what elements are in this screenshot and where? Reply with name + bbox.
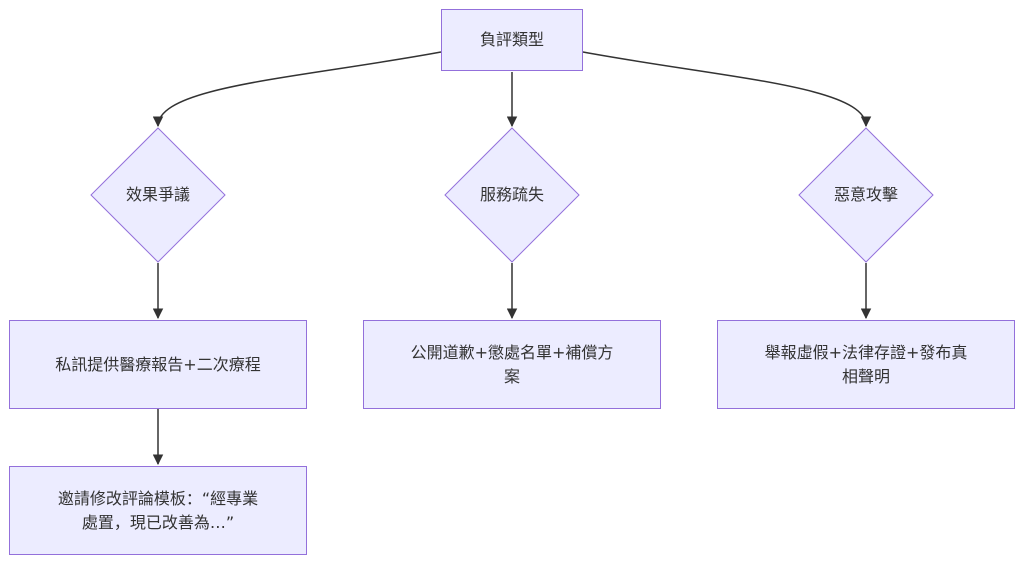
- diamond-malicious-attack: [798, 127, 934, 263]
- edge-root-to-effect: [152, 51, 442, 128]
- diamond-effect-dispute: [90, 127, 226, 263]
- service-lapse-action-node: 公開道歉+懲處名單+補償方案: [363, 320, 661, 409]
- effect-dispute-action-node: 私訊提供醫療報告+二次療程: [9, 320, 307, 409]
- service-lapse-action-label: 公開道歉+懲處名單+補償方案: [410, 342, 614, 386]
- diamond-service-lapse: [444, 127, 580, 263]
- effect-dispute-label: 效果爭議: [125, 185, 190, 204]
- malicious-attack-label: 惡意攻擊: [833, 185, 898, 204]
- effect-dispute-followup-label: 邀請修改評論模板：“經專業處置，現已改善為…”: [57, 488, 259, 532]
- service-lapse-label: 服務疏失: [479, 185, 544, 204]
- root-node: 負評類型: [441, 9, 583, 71]
- effect-dispute-followup-node: 邀請修改評論模板：“經專業處置，現已改善為…”: [9, 466, 307, 555]
- malicious-attack-action-node: 舉報虛假+法律存證+發布真相聲明: [717, 320, 1015, 409]
- edge-root-to-malicious: [582, 51, 872, 128]
- effect-dispute-action-label: 私訊提供醫療報告+二次療程: [55, 354, 261, 374]
- malicious-attack-action-label: 舉報虛假+法律存證+發布真相聲明: [764, 342, 968, 386]
- root-node-label: 負評類型: [479, 30, 544, 49]
